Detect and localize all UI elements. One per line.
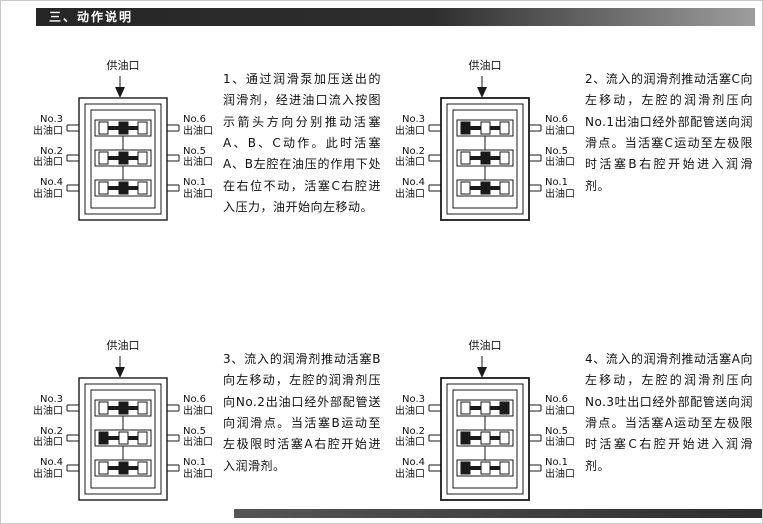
port-label: No.2 出油口 — [395, 145, 425, 169]
step-description: 3、流入的润滑剂推动活塞B向左移动，左腔的润滑剂压向No.2出油口经外部配管送向… — [223, 352, 381, 473]
distributor-valve-diagram — [428, 356, 542, 501]
port-label: No.1 出油口 — [545, 457, 575, 480]
port-label: No.3 出油口 — [33, 394, 63, 417]
port-label: No.2 出油口 — [395, 425, 425, 449]
valve-diagram-block: 供油口 No.3 出油口 No.2 出油口 No.4 出油口 — [29, 337, 217, 512]
port-label: No.1 出油口 — [183, 177, 213, 200]
operation-step-4: 供油口 No.3 出油口 No.2 出油口 No.4 出油口 — [391, 337, 753, 512]
right-port-labels: No.6 出油口 No.5 出油口 No.1 出油口 — [545, 74, 579, 232]
port-label: No.1 出油口 — [183, 457, 213, 480]
port-label: No.4 出油口 — [33, 457, 63, 480]
port-label: No.5 出油口 — [545, 425, 575, 449]
operation-step-2: 供油口 No.3 出油口 No.2 出油口 No.4 出油口 — [391, 57, 753, 232]
footer-bar — [234, 509, 762, 518]
port-label: No.2 出油口 — [33, 425, 63, 449]
supply-port-label: 供油口 — [468, 339, 502, 352]
supply-port-label: 供油口 — [106, 59, 140, 72]
port-label: No.6 出油口 — [183, 114, 213, 137]
step-description: 4、流入的润滑剂推动活塞A向左移动，左腔的润滑剂压向No.3吐出口经外部配管送向… — [585, 352, 753, 473]
operation-step-3: 供油口 No.3 出油口 No.2 出油口 No.4 出油口 — [29, 337, 381, 512]
port-label: No.5 出油口 — [545, 145, 575, 169]
port-label: No.6 出油口 — [545, 114, 575, 137]
port-label: No.6 出油口 — [183, 394, 213, 417]
valve-diagram-block: 供油口 No.3 出油口 No.2 出油口 No.4 出油口 — [391, 57, 579, 232]
step-description: 2、流入的润滑剂推动活塞C向左移动，左腔的润滑剂压向No.1出油口经外部配管送向… — [585, 72, 753, 193]
page-title: 三、动作说明 — [49, 10, 134, 24]
supply-port-label: 供油口 — [468, 59, 502, 72]
supply-port-label: 供油口 — [106, 339, 140, 352]
port-label: No.4 出油口 — [33, 177, 63, 200]
port-label: No.3 出油口 — [395, 114, 425, 137]
distributor-valve-diagram — [66, 76, 180, 221]
valve-diagram-block: 供油口 No.3 出油口 No.2 出油口 No.4 出油口 — [391, 337, 579, 512]
port-label: No.1 出油口 — [545, 177, 575, 200]
port-label: No.3 出油口 — [395, 394, 425, 417]
port-label: No.4 出油口 — [395, 457, 425, 480]
distributor-valve-diagram — [428, 76, 542, 221]
right-port-labels: No.6 出油口 No.5 出油口 No.1 出油口 — [545, 354, 579, 512]
right-port-labels: No.6 出油口 No.5 出油口 No.1 出油口 — [183, 354, 217, 512]
port-label: No.6 出油口 — [545, 394, 575, 417]
left-port-labels: No.3 出油口 No.2 出油口 No.4 出油口 — [29, 74, 63, 232]
step-description: 1、通过润滑泵加压送出的润滑剂，经进油口流入按图示箭头方向分别推动活塞A、B、C… — [223, 72, 381, 215]
left-port-labels: No.3 出油口 No.2 出油口 No.4 出油口 — [29, 354, 63, 512]
port-label: No.5 出油口 — [183, 425, 213, 449]
left-port-labels: No.3 出油口 No.2 出油口 No.4 出油口 — [391, 354, 425, 512]
port-label: No.2 出油口 — [33, 145, 63, 169]
section-header-bar: 三、动作说明 — [36, 8, 755, 26]
port-label: No.4 出油口 — [395, 177, 425, 200]
distributor-valve-diagram — [66, 356, 180, 501]
valve-diagram-block: 供油口 No.3 出油口 No.2 出油口 No.4 出油口 — [29, 57, 217, 232]
operation-step-1: 供油口 No.3 出油口 No.2 出油口 No.4 出油口 — [29, 57, 381, 232]
left-port-labels: No.3 出油口 No.2 出油口 No.4 出油口 — [391, 74, 425, 232]
right-port-labels: No.6 出油口 No.5 出油口 No.1 出油口 — [183, 74, 217, 232]
port-label: No.3 出油口 — [33, 114, 63, 137]
port-label: No.5 出油口 — [183, 145, 213, 169]
